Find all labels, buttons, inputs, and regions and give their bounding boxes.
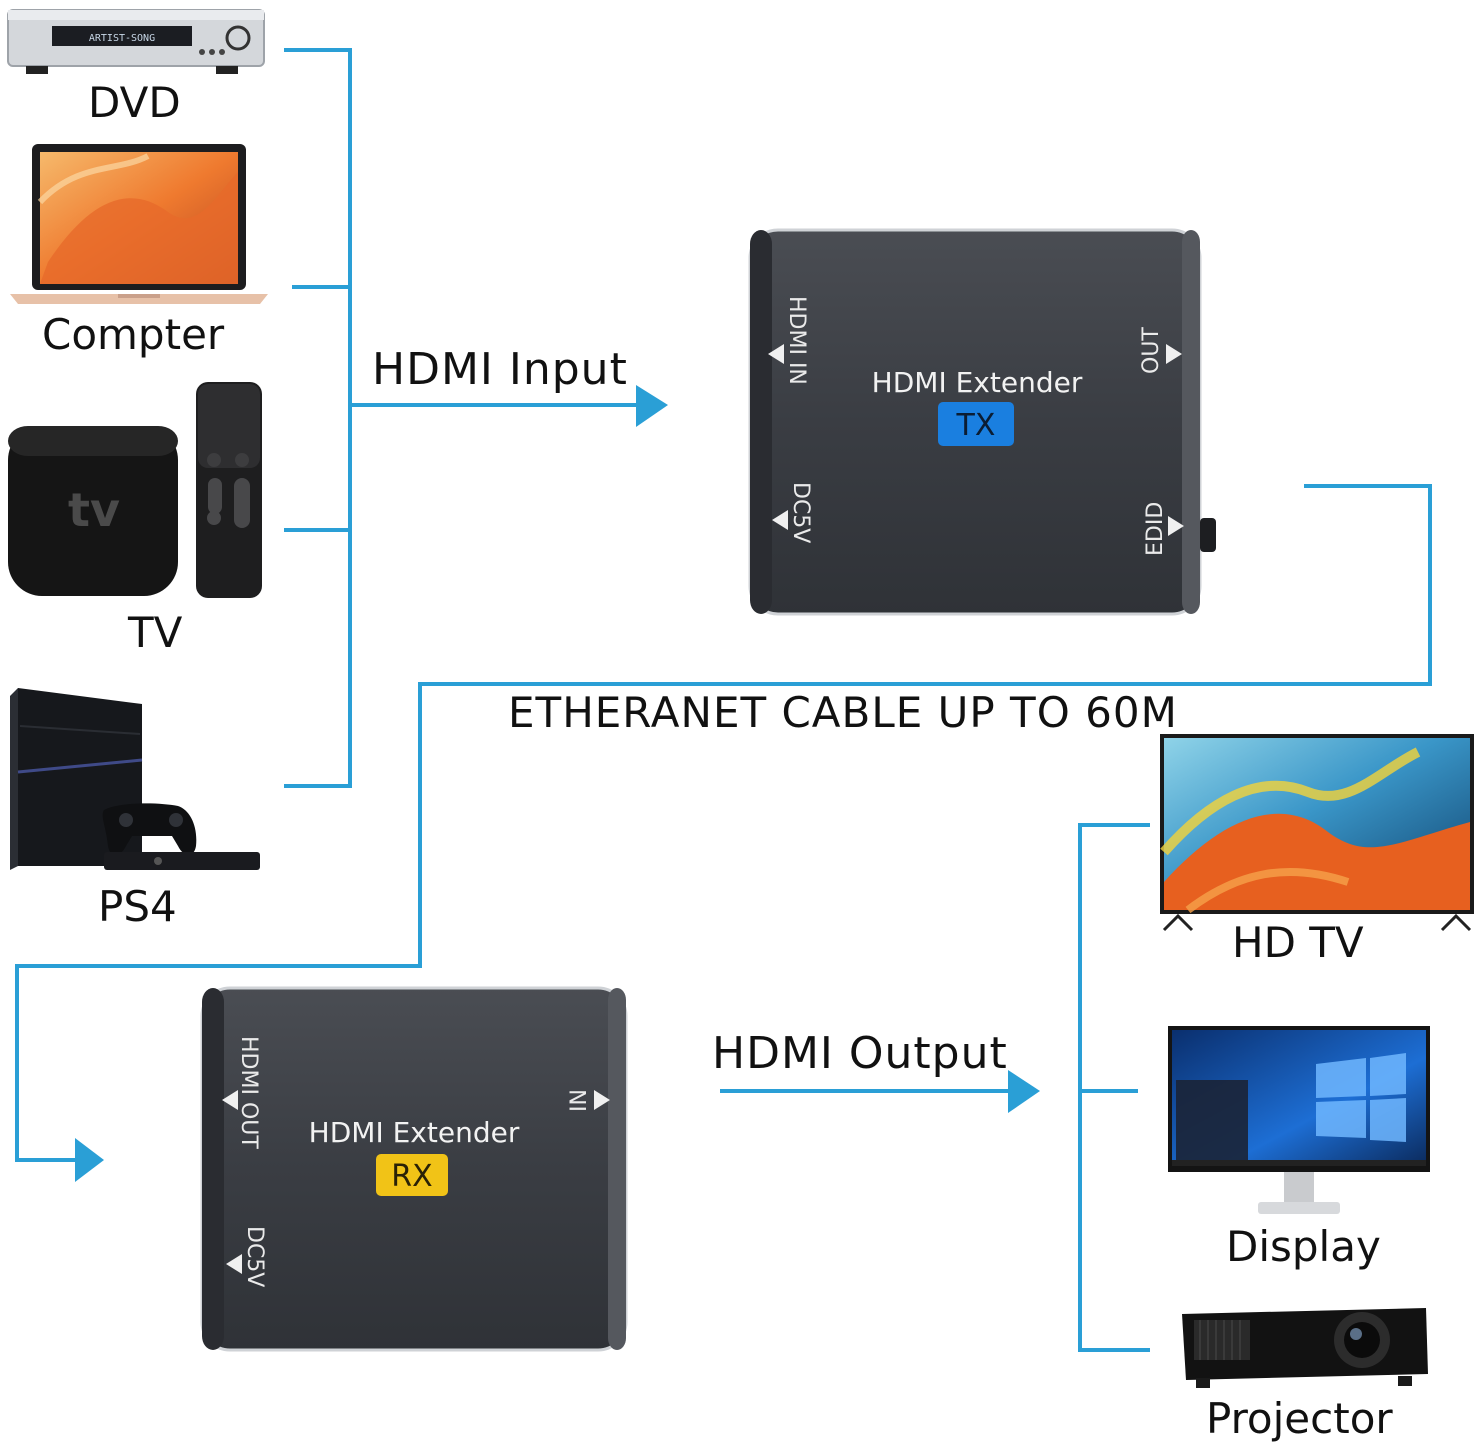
tx-port-out-label: OUT (1139, 327, 1164, 374)
ethernet-line (15, 484, 1432, 1162)
hdmi-input-label: HDMI Input (372, 344, 628, 395)
tx-port-hdmi-in-label: HDMI IN (784, 296, 809, 385)
receiver-unit: HDMI Extender RX HDMI OUT DC5V IN (200, 986, 628, 1352)
dvd-player-icon: ARTIST-SONG (7, 9, 265, 74)
rx-port-dc-label: DC5V (242, 1226, 267, 1287)
tv-label: TV (128, 608, 183, 657)
rx-port-in-label: IN (567, 1089, 592, 1112)
hdtv-icon (1160, 734, 1474, 932)
rx-port-hdmi-out-label: HDMI OUT (236, 1036, 261, 1149)
outputs-bus (1078, 823, 1150, 1352)
ethernet-arrow (75, 1138, 104, 1182)
ps4-console-icon (10, 688, 260, 870)
tv-logo-text: tv (68, 483, 120, 537)
projector-icon (1182, 1308, 1428, 1388)
dvd-label: DVD (88, 78, 181, 127)
rx-port-hdmi-out: HDMI OUT (222, 1036, 261, 1149)
ps4-label: PS4 (98, 882, 177, 931)
dvd-display-text: ARTIST-SONG (89, 33, 155, 44)
hdtv-label: HD TV (1232, 918, 1364, 967)
projector-label: Projector (1206, 1394, 1393, 1443)
tx-badge: TX (956, 408, 996, 443)
tx-port-edid-label: EDID (1143, 502, 1168, 556)
transmitter-unit: HDMI Extender TX HDMI IN DC5V OUT EDID (748, 228, 1216, 616)
tx-port-dc: DC5V (772, 482, 813, 543)
ethernet-label: ETHERANET CABLE UP TO 60M (508, 688, 1178, 737)
rx-title: HDMI Extender (309, 1116, 520, 1149)
display-label: Display (1226, 1222, 1381, 1271)
hdmi-input-arrow (636, 385, 668, 427)
tx-port-dc-label: DC5V (788, 482, 813, 543)
rx-badge: RX (391, 1159, 432, 1194)
tx-port-edid: EDID (1143, 502, 1184, 556)
display-monitor-icon (1168, 1026, 1430, 1214)
computer-label: Compter (42, 310, 225, 359)
laptop-icon (10, 144, 268, 304)
tx-port-hdmi-in: HDMI IN (768, 296, 809, 385)
rx-port-in: IN (567, 1089, 610, 1112)
hdmi-output-label: HDMI Output (712, 1028, 1008, 1079)
tx-title: HDMI Extender (872, 366, 1083, 399)
rx-port-dc: DC5V (226, 1226, 267, 1287)
tx-port-out: OUT (1139, 327, 1182, 374)
tv-box-icon: tv (8, 382, 262, 598)
hdmi-output-arrow (1008, 1070, 1040, 1113)
